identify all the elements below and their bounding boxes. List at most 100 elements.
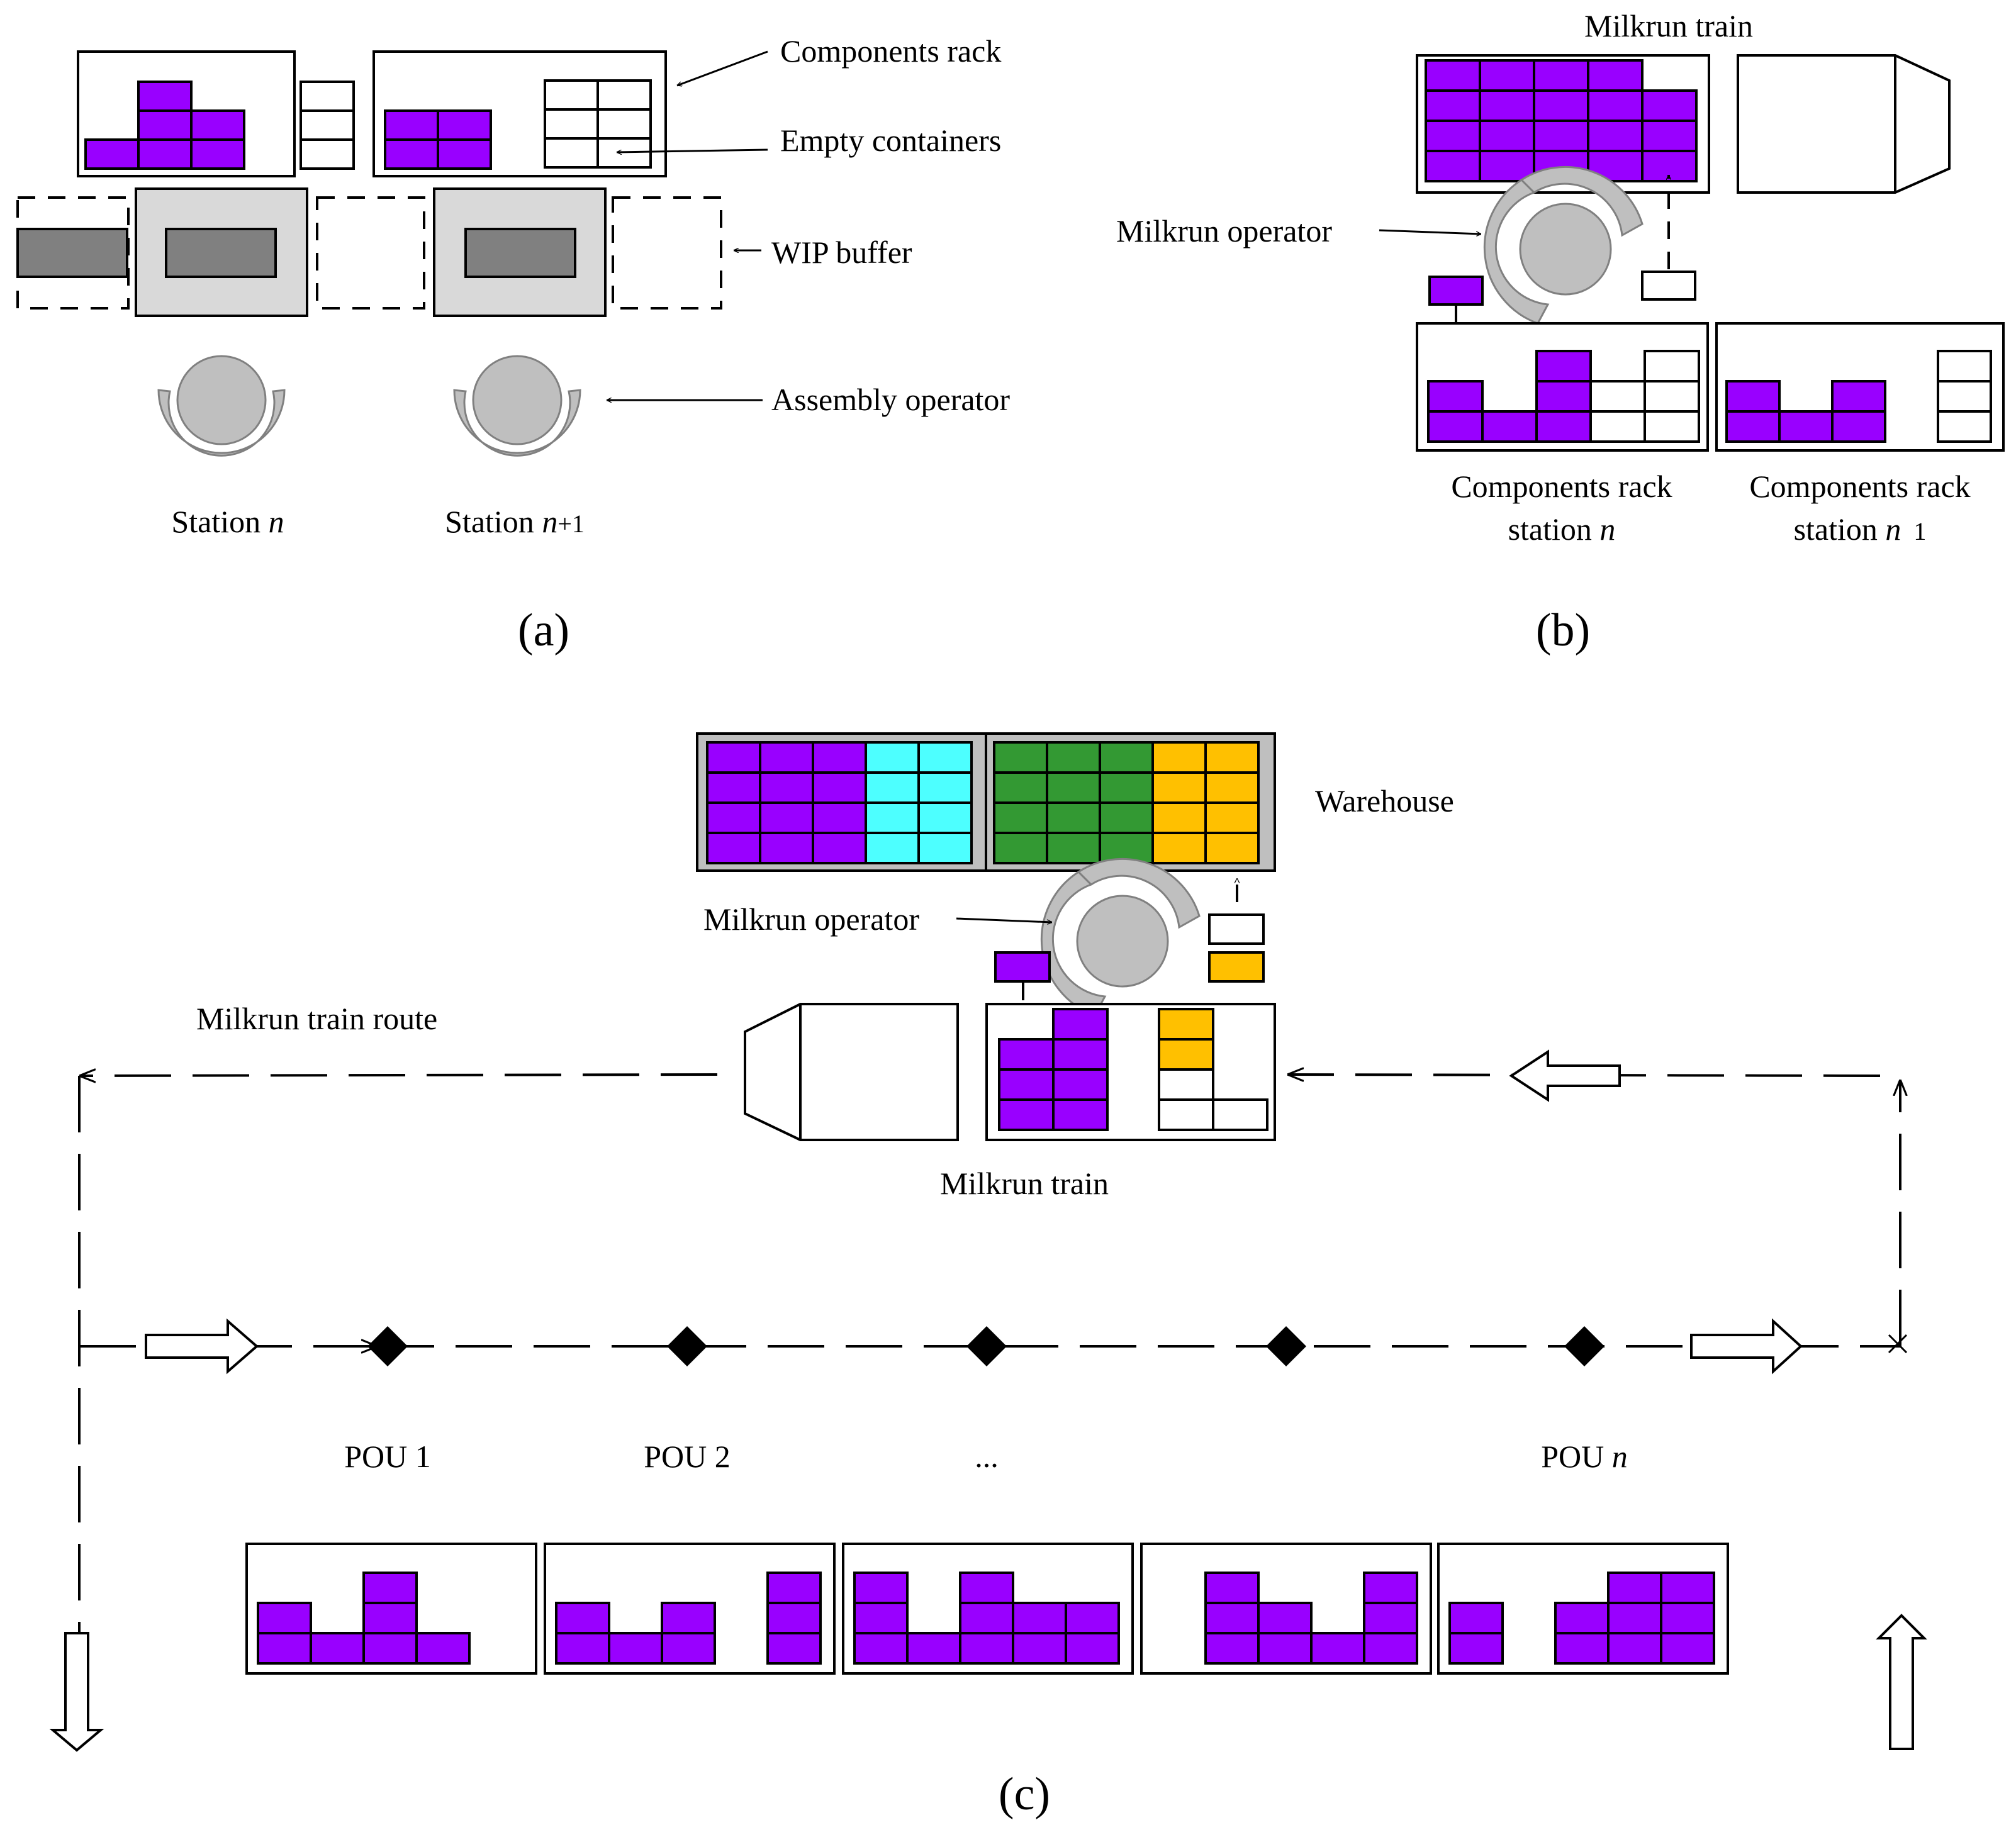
component-container [1641,120,1698,152]
component-container [1052,1068,1109,1101]
component-container [865,771,920,804]
milkrun-train-wagon [1416,54,1710,194]
milkrun-operator-label: Milkrun operator [1116,213,1332,248]
component-container [1046,741,1101,774]
component-container [906,1632,961,1665]
operator-shoulders [453,389,581,457]
full-container [1428,276,1484,306]
component-container [1448,1632,1504,1665]
component-container [1151,832,1207,864]
operator-shoulders [157,389,286,457]
component-container [917,832,973,864]
component-container [998,1068,1055,1101]
component-container [1831,410,1886,443]
component-container [1151,801,1207,834]
component-container [759,741,814,774]
components-rack-station-n [77,50,355,177]
component-container [384,138,439,170]
component-container [84,138,140,170]
arrow-milkrun-operator [1379,229,1481,234]
component-container [362,1632,418,1665]
component-container [959,1602,1014,1634]
component-container [993,741,1048,774]
wagon-components [998,1008,1268,1131]
locomotive [744,1003,959,1141]
component-container [1427,410,1484,443]
component-container [1046,771,1101,804]
components-rack-label: Components rack [780,33,1001,69]
component-container [1607,1572,1662,1604]
empty-container [1158,1068,1214,1101]
amber-container [1208,951,1265,983]
component-container [1065,1632,1120,1665]
component-container [1641,89,1698,122]
component-container [1607,1602,1662,1634]
panel-c: Warehouse Milkrun operator Milkrun train… [49,732,1927,1820]
component-container [998,1098,1055,1131]
work-piece [165,228,277,278]
component-container [1535,380,1592,413]
arrow-components-rack [677,50,768,86]
component-container [706,741,761,774]
pou-marker [667,1326,707,1366]
rack-n-label-line1: Components rack [1451,469,1672,504]
component-container [1046,801,1101,834]
milkrun-operator-icon [1040,857,1201,1017]
component-container [137,81,193,112]
component-container [1012,1602,1067,1634]
component-container [706,771,761,804]
component-container [917,741,973,774]
wip-part [16,228,128,278]
rack-n-label-line2: station n [1508,511,1616,547]
component-container [853,1632,909,1665]
component-container [1607,1632,1662,1665]
empty-container [544,108,599,140]
component-container [1363,1632,1418,1665]
component-container [1425,59,1481,92]
component-container [1587,120,1644,152]
component-container [1099,741,1154,774]
component-container [1535,350,1592,382]
pou-1-label: POU 1 [344,1439,431,1474]
component-container [1479,59,1535,92]
assembly-station-n [135,187,308,317]
assembly-operator-icon [453,355,581,457]
wagon-components [1425,59,1698,182]
empty-container [1589,410,1646,443]
component-container [1065,1602,1120,1634]
component-container [190,109,245,141]
component-container [437,138,492,170]
component-container [1554,1602,1610,1634]
component-container [759,771,814,804]
locomotive [1737,54,1951,194]
component-container [1479,150,1535,182]
component-container [437,109,492,141]
component-container [865,741,920,774]
component-container [865,832,920,864]
component-container [812,741,867,774]
rack-components [1427,350,1700,443]
operator-head [1076,895,1169,988]
component-container [1533,120,1589,152]
component-container [137,109,193,141]
pou-n-label: POU n [1541,1439,1628,1474]
empty-container [300,81,355,112]
component-container [959,1632,1014,1665]
empty-container [1644,350,1700,382]
component-container [1425,89,1481,122]
milkrun-train [744,1003,1276,1141]
component-container [384,109,439,141]
empty-container [1937,380,1992,413]
milkrun-train-label: Milkrun train [940,1166,1109,1201]
empty-container [1644,410,1700,443]
component-container [1831,380,1886,413]
component-container [1257,1632,1313,1665]
component-container [1204,832,1260,864]
pou-marker [367,1326,408,1366]
route-to-train [1287,1075,1881,1076]
component-container [766,1572,822,1604]
pou-rack [544,1543,836,1675]
component-container [812,801,867,834]
component-container [766,1602,822,1634]
